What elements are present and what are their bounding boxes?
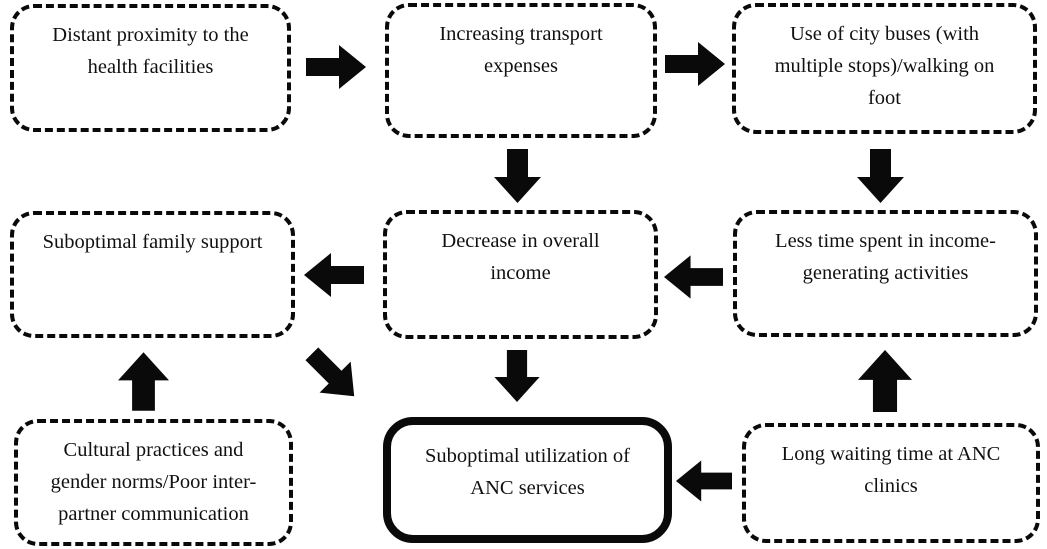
arrow-down-right-icon	[296, 338, 371, 413]
node-label: Suboptimal family support	[42, 231, 263, 253]
node-transport-expenses: Increasing transport expenses	[385, 3, 657, 138]
arrow-left-icon	[664, 255, 723, 299]
node-label: Less time spent in income-generating act…	[775, 230, 996, 284]
arrow-right-icon	[665, 42, 725, 86]
node-label: Cultural practices and gender norms/Poor…	[50, 439, 257, 525]
node-long-waiting: Long waiting time at ANC clinics	[742, 423, 1040, 543]
node-label: Decrease in overall income	[441, 230, 600, 284]
node-city-buses: Use of city buses (with multiple stops)/…	[732, 3, 1037, 134]
arrow-up-icon	[858, 350, 912, 412]
node-label: Increasing transport expenses	[439, 23, 603, 77]
arrow-left-icon	[676, 457, 732, 505]
node-label: Suboptimal utilization of ANC services	[425, 445, 630, 499]
node-decrease-income: Decrease in overall income	[383, 210, 658, 339]
node-label: Use of city buses (with multiple stops)/…	[774, 23, 995, 109]
arrow-down-icon	[494, 149, 541, 203]
node-cultural-practices: Cultural practices and gender norms/Poor…	[14, 419, 293, 546]
arrow-down-icon	[857, 149, 904, 203]
node-suboptimal-anc-outcome: Suboptimal utilization of ANC services	[383, 417, 672, 543]
node-less-time: Less time spent in income-generating act…	[733, 210, 1038, 337]
arrow-down-icon	[494, 350, 540, 402]
node-label: Long waiting time at ANC clinics	[781, 443, 1001, 497]
node-label: Distant proximity to the health faciliti…	[52, 24, 249, 78]
arrow-up-icon	[118, 351, 169, 412]
arrow-left-icon	[303, 253, 365, 297]
arrow-right-icon	[306, 45, 366, 89]
node-distant-proximity: Distant proximity to the health faciliti…	[10, 4, 291, 132]
node-family-support: Suboptimal family support	[10, 211, 295, 338]
